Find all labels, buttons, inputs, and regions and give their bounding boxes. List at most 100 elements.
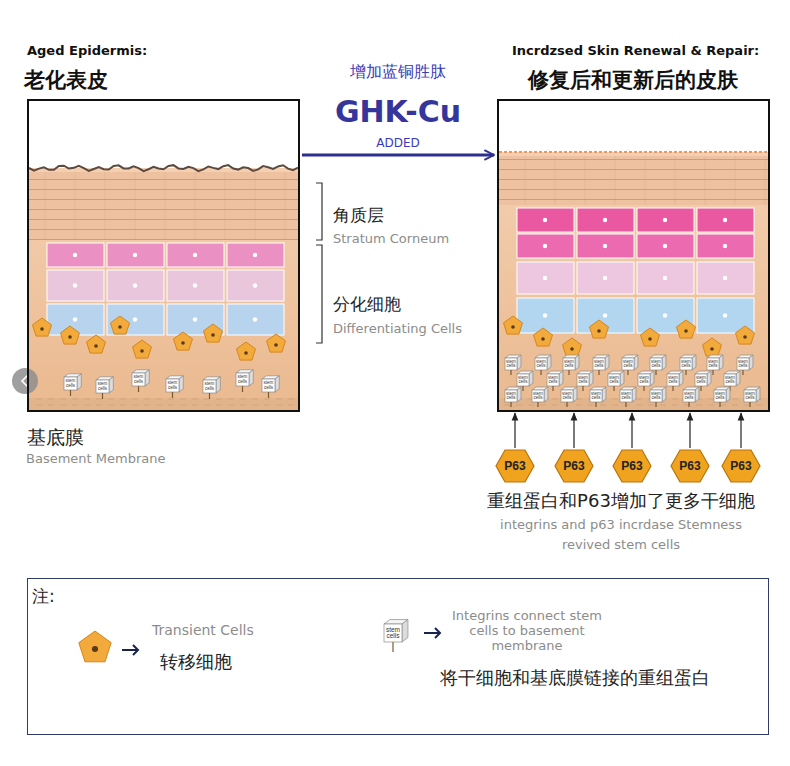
differentiating-cell (577, 262, 634, 294)
upregulation-arrow (514, 413, 515, 448)
cube-side (679, 371, 683, 386)
transient-cell (703, 338, 722, 356)
cell-nucleus (133, 317, 137, 321)
panel-heading: Incrdzsed Skin Renewal & Repair: (512, 43, 759, 58)
carousel-button (12, 368, 38, 394)
annotation: ADDED (376, 136, 420, 150)
cube-label: stem cells (695, 376, 707, 385)
cell-nucleus (73, 253, 77, 257)
cube-side (216, 377, 220, 393)
transient-cell (677, 320, 696, 338)
cell-nucleus (68, 335, 72, 339)
stem-cell-cube (695, 374, 707, 386)
integrin-stalk (540, 370, 541, 375)
stem-cell-cube (203, 380, 216, 393)
cell-nucleus (663, 276, 667, 280)
cube-side (662, 387, 666, 402)
integrin-stalk (655, 402, 656, 407)
upregulation-arrow (631, 413, 632, 448)
stem-cell-cube (166, 379, 179, 392)
cell-nucleus (743, 335, 747, 339)
upregulation-arrow (740, 413, 741, 448)
cube-label: stem cells (650, 392, 662, 401)
cube-label: stem cells (622, 360, 634, 369)
protein-label: P63 (679, 459, 700, 473)
cube-side (692, 355, 696, 370)
differentiating-cell (107, 304, 164, 335)
caption-text: revived stem cells (562, 537, 680, 552)
cube-label: stem cells (535, 360, 547, 369)
caption-text: 重组蛋白和P63增加了更多干细胞 (487, 489, 755, 513)
integrin-stalk (742, 370, 743, 375)
cell-nucleus (543, 276, 547, 280)
cube-label: stem cells (262, 381, 275, 390)
cell-nucleus (94, 344, 98, 348)
integrin-stalk (568, 370, 569, 375)
integrin-stalk (627, 370, 628, 375)
cube-side (632, 387, 636, 402)
cube-label: stem cells (236, 375, 249, 384)
differentiating-cell (227, 304, 284, 335)
stem-cell-cube (563, 358, 575, 370)
cube-label: stem cells (714, 392, 726, 401)
stem-cell-cube (262, 379, 275, 392)
bracket (316, 183, 322, 240)
stem-cell-cube (680, 358, 692, 370)
differentiating-cell (637, 208, 694, 232)
stem-cell-cube (714, 390, 726, 402)
stem-cell-cube (532, 390, 544, 402)
epidermis-illustration (29, 165, 298, 411)
legend-arrow (122, 645, 138, 655)
cube-label: stem cells (707, 360, 719, 369)
stem-cell-cube (384, 624, 402, 642)
cube-side (517, 355, 521, 370)
stem-cell-cube (547, 374, 559, 386)
cube-label: stem cells (744, 392, 756, 401)
differentiating-cell (47, 270, 104, 301)
integrin-stalk (242, 386, 243, 392)
panel-heading: 修复后和更新后的皮肤 (528, 66, 738, 94)
integrin-stalk (392, 642, 393, 652)
skin-surface (499, 151, 768, 153)
cell-nucleus (253, 253, 257, 257)
transient-cell (174, 332, 193, 350)
cell-nucleus (140, 349, 144, 353)
cube-label: stem cells (667, 376, 679, 385)
transient-cell (79, 631, 111, 662)
differentiating-cell (517, 234, 574, 258)
cube-side (695, 387, 699, 402)
differentiating-cell (517, 262, 574, 294)
layer-label: Basement Membrane (26, 451, 165, 466)
cube-side (529, 371, 533, 386)
cell-nucleus (710, 347, 714, 351)
integrin-stalk (625, 402, 626, 407)
cell-nucleus (73, 283, 77, 287)
integrin-stalk (552, 386, 553, 391)
legend-arrow (424, 628, 440, 638)
cell-nucleus (253, 317, 257, 321)
differentiating-cell (227, 243, 284, 267)
cell-nucleus (92, 646, 98, 652)
epidermis-panel: Aged Epidermis:老化表皮 (27, 99, 300, 412)
cell-nucleus (603, 313, 607, 317)
cell-nucleus (40, 327, 44, 331)
cube-side (179, 376, 183, 392)
stem-cell-cube (593, 358, 605, 370)
cube-label: stem cells (132, 375, 145, 384)
cell-nucleus (603, 276, 607, 280)
cell-nucleus (603, 218, 607, 222)
treatment-arrow (302, 154, 494, 157)
epidermis-illustration (499, 152, 768, 411)
transient-cell (641, 328, 660, 346)
p63-hexagon: P63 (721, 449, 761, 483)
panel-heading: Aged Epidermis: (27, 43, 147, 58)
cube-label: stem cells (577, 376, 589, 385)
integrin-stalk (643, 386, 644, 391)
cell-nucleus (648, 337, 652, 341)
differentiating-cell (167, 270, 224, 301)
differentiating-cell (107, 270, 164, 301)
stem-cell-cube (236, 373, 249, 386)
p63-hexagon: P63 (495, 449, 535, 483)
skin-surface (29, 165, 298, 171)
